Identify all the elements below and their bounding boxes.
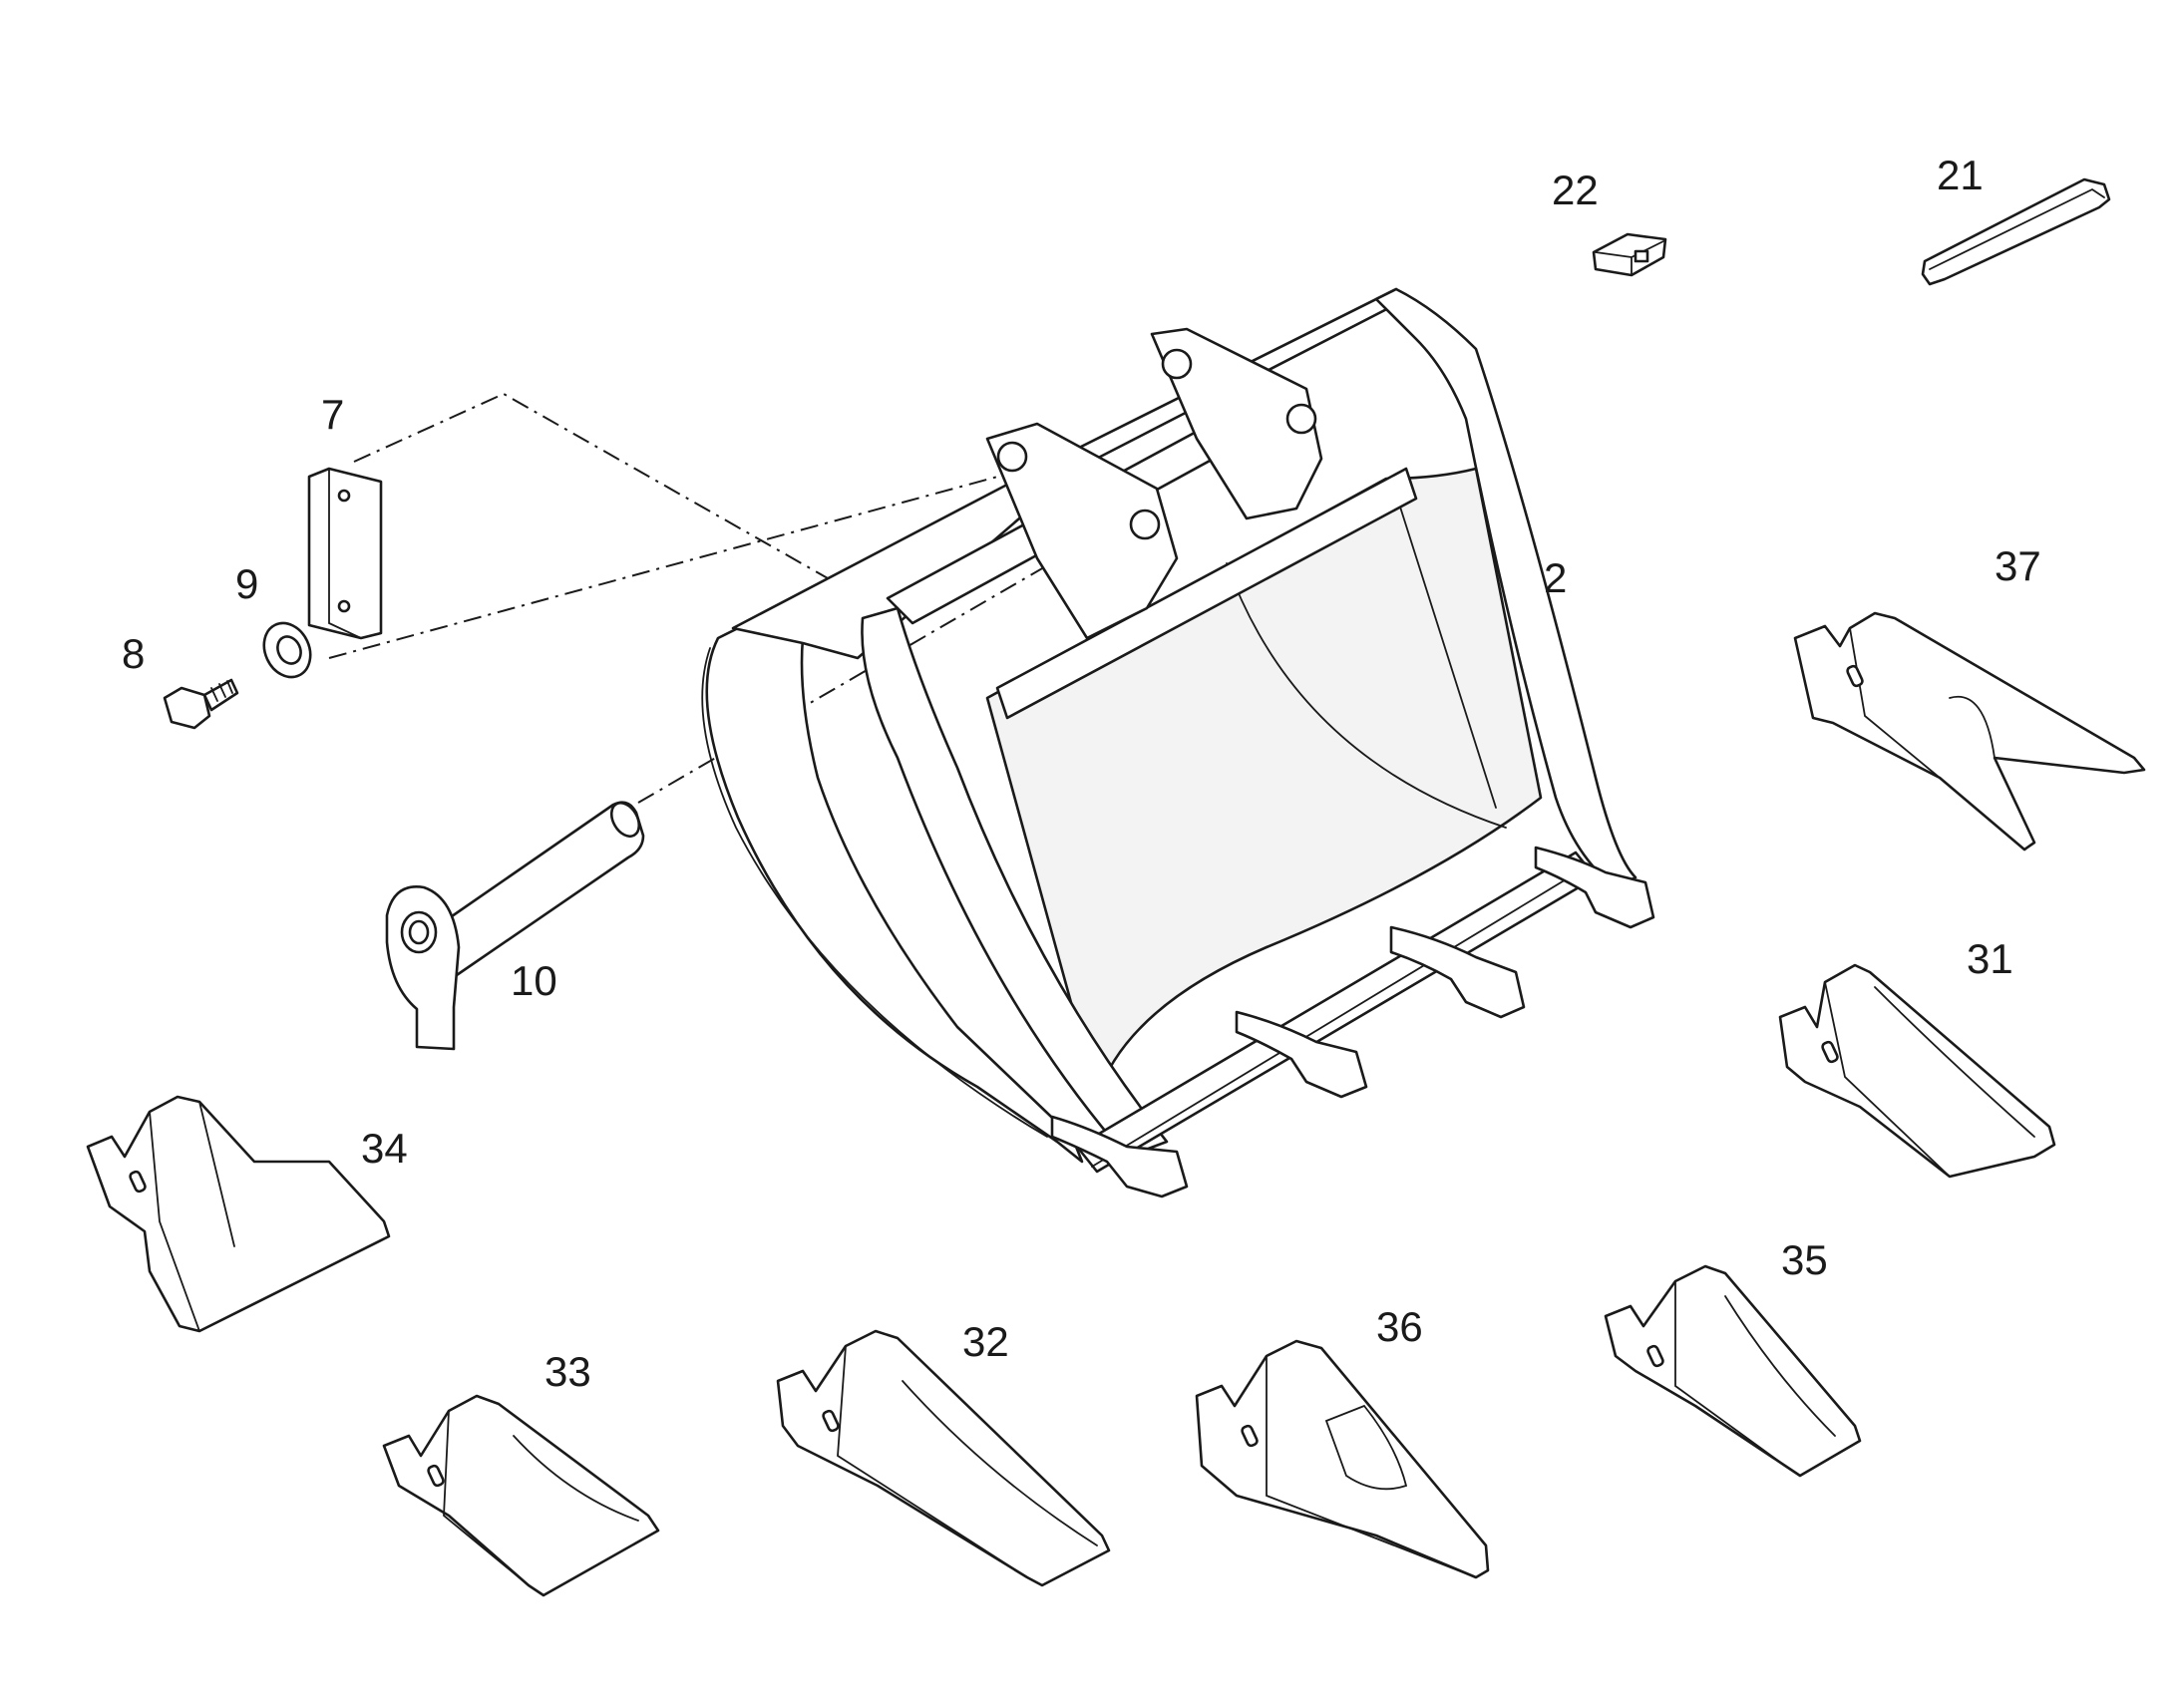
tooth-part-31[interactable] — [1778, 963, 2056, 1179]
washer-part-9[interactable] — [255, 615, 319, 684]
callout-34: 34 — [361, 1125, 408, 1172]
pin-part-10[interactable] — [385, 798, 645, 1051]
callout-10: 10 — [511, 957, 557, 1004]
callout-36: 36 — [1376, 1303, 1423, 1350]
callout-21: 21 — [1937, 152, 1984, 198]
tooth-part-32[interactable] — [776, 1329, 1111, 1587]
callout-9: 9 — [235, 560, 258, 607]
callout-31: 31 — [1967, 935, 2013, 982]
plate-part-7[interactable] — [307, 467, 383, 640]
tooth-part-37[interactable] — [1793, 611, 2146, 852]
bucket-part-2[interactable] — [701, 287, 1655, 1198]
tooth-part-33[interactable] — [382, 1394, 660, 1597]
callout-22: 22 — [1552, 167, 1599, 213]
callout-2: 2 — [1544, 554, 1567, 601]
callout-labels: 2 7 8 9 10 21 22 31 32 33 34 35 36 37 — [122, 152, 2041, 1395]
callout-37: 37 — [1995, 542, 2041, 589]
callout-7: 7 — [321, 391, 344, 438]
callout-35: 35 — [1781, 1236, 1828, 1283]
callout-33: 33 — [545, 1348, 591, 1395]
wear-strip-part-21[interactable] — [1921, 177, 2111, 286]
tooth-part-35[interactable] — [1604, 1264, 1862, 1478]
callout-8: 8 — [122, 630, 145, 677]
lock-block-part-22[interactable] — [1592, 232, 1667, 277]
callout-32: 32 — [962, 1318, 1009, 1365]
tooth-part-34[interactable] — [86, 1095, 391, 1333]
bolt-part-8[interactable] — [163, 678, 239, 730]
tooth-part-36[interactable] — [1195, 1339, 1490, 1579]
